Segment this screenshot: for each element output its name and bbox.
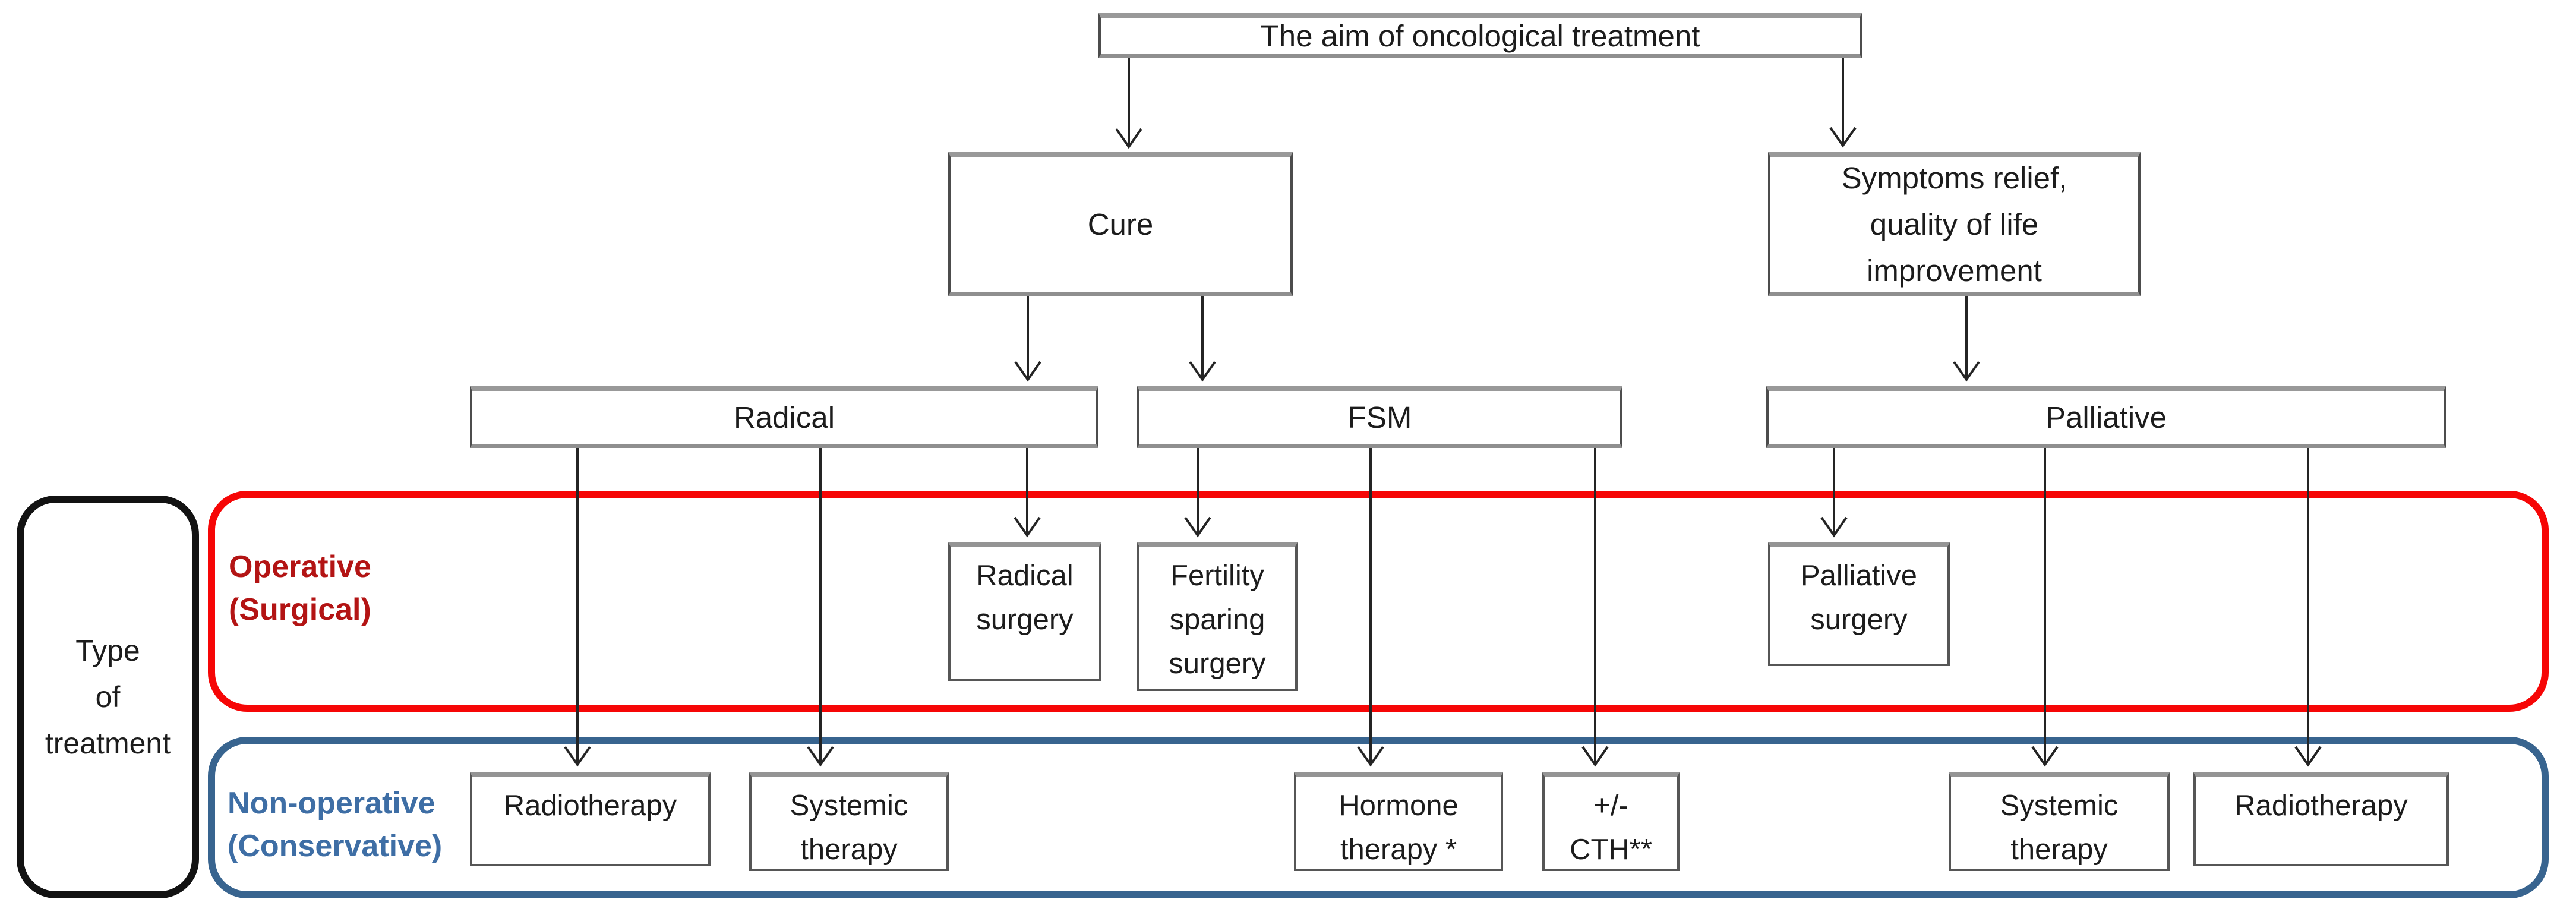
node-systemic-therapy-right: Systemic therapy (1949, 772, 2170, 871)
non-operative-group-frame (208, 737, 2549, 898)
node-symptoms-relief: Symptoms relief, quality of life improve… (1768, 152, 2141, 296)
node-fertility-sparing-surgery: Fertility sparing surgery (1137, 542, 1298, 691)
node-radiotherapy-right: Radiotherapy (2193, 772, 2449, 866)
node-aim: The aim of oncological treatment (1098, 13, 1862, 58)
node-radical-surgery: Radical surgery (948, 542, 1101, 681)
node-palliative: Palliative (1766, 386, 2446, 448)
node-cth: +/- CTH** (1542, 772, 1680, 871)
node-hormone-therapy: Hormone therapy * (1294, 772, 1503, 871)
type-of-treatment-label: Type of treatment (45, 634, 171, 760)
operative-group-frame (208, 491, 2549, 712)
node-fsm: FSM (1137, 386, 1622, 448)
node-palliative-surgery: Palliative surgery (1768, 542, 1950, 666)
node-cure: Cure (948, 152, 1293, 296)
operative-group-label: Operative (Surgical) (229, 550, 371, 627)
node-systemic-therapy-left: Systemic therapy (749, 772, 949, 871)
type-of-treatment-frame: Type of treatment (17, 496, 199, 898)
non-operative-group-label: Non-operative (Conservative) (228, 786, 443, 863)
node-radiotherapy-left: Radiotherapy (470, 772, 711, 866)
node-radical: Radical (470, 386, 1098, 448)
